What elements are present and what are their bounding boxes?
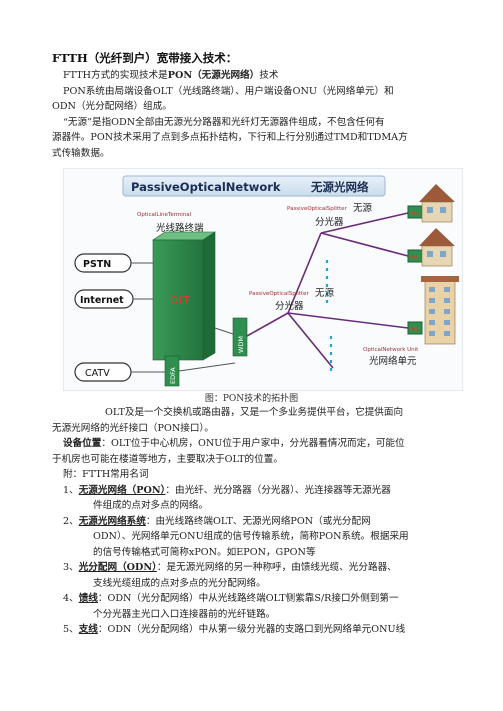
glossary-title: 附：FTTH常用名词 xyxy=(63,469,149,480)
intro-text: FTTH方式的实现技术是 xyxy=(63,70,168,81)
glossary-num: 5、 xyxy=(63,624,79,635)
splitter1-label-zh2: 分光器 xyxy=(315,216,344,228)
house-2-icon xyxy=(419,228,455,267)
glossary-item-2-cont-2: 的信号传输格式可简称xPON。如EPON，GPON等 xyxy=(93,546,316,558)
edfa-box: EDFA xyxy=(164,355,180,387)
glossary-item-2: 2、无源光网络系统：由光线路终端OLT、无源光网络PON（或光分配网 xyxy=(63,514,371,530)
glossary-num: 1、 xyxy=(63,484,79,496)
splitter1-label-zh: 无源 xyxy=(353,203,373,214)
drop-dashes xyxy=(325,260,333,373)
glossary-item-4-cont-1: 个分光器主光口入口连接器前的光纤链路。 xyxy=(93,608,276,620)
splitter2-label-en: PassiveOpticalSplitter xyxy=(249,291,310,297)
para2-line-1: OLT及是一个交换机或路由器，又是一个多业务提供平台，它提供面向 xyxy=(105,407,404,418)
page-title: FTTH（光纤到户）宽带接入技术： xyxy=(52,51,238,65)
intro-text: 技术 xyxy=(259,70,279,81)
glossary-def: ：由光纤、光分路器（分光器）、光连接器等无源光器 xyxy=(165,484,391,496)
glossary-item-4: 4、馈线：ODN（光分配网络）中从光线路终端OLT侧紫靠S/R接口外侧到第一 xyxy=(63,591,399,607)
olt-box-front xyxy=(152,239,204,361)
input-internet: Internet xyxy=(74,289,134,309)
diagram-header-band xyxy=(122,175,386,197)
location-line-2: 于机房也可能在楼道等地方，主要取决于OLT的位置。 xyxy=(52,453,283,465)
glossary-num: 2、 xyxy=(63,515,79,527)
fiber-lines xyxy=(246,212,409,369)
input-catv: CATV xyxy=(74,362,132,382)
olt-to-wdm xyxy=(214,327,234,335)
house-1-icon xyxy=(419,184,455,223)
intro-line-3: ODN（光分配网络）组成。 xyxy=(52,101,172,112)
intro-line-4: “无源”是指ODN全部由无源光分路器和光纤灯无源器件组成，不包含任何有 xyxy=(63,116,385,128)
glossary-term: 支线 xyxy=(78,624,98,635)
onu-box-1: ONU xyxy=(407,205,423,219)
glossary-item-2-cont-1: ODN）、光网络单元ONU组成的信号传输系统，简称PON系统。根据采用 xyxy=(93,531,409,542)
glossary-def: ：ODN（光分配网络）中从第一级分光器的支路口到光网络单元ONU线 xyxy=(97,624,406,635)
diagram-caption: 图：PON技术的拓扑图 xyxy=(204,394,299,404)
intro-line-6: 式传输数据。 xyxy=(52,147,110,159)
glossary-term: 无源光网络（PON） xyxy=(78,484,166,496)
glossary-term: 光分配网（ODN） xyxy=(78,562,157,573)
glossary-num: 3、 xyxy=(63,562,79,573)
location-text: ：OLT位于中心机房，ONU位于用户家中，分光器看情况而定，可能位 xyxy=(101,438,405,449)
glossary-item-5: 5、支线：ODN（光分配网络）中从第一级分光器的支路口到光网络单元ONU线 xyxy=(63,622,405,638)
olt-box-side xyxy=(202,231,216,361)
onu-box-2: ONU xyxy=(407,249,423,263)
diagram-header-en: PassiveOpticalNetwork xyxy=(131,180,281,194)
onu-box-3-label: ONU xyxy=(410,327,420,333)
input-pstn-label: PSTN xyxy=(83,259,111,270)
location-line-1: 设备位置：OLT位于中心机房，ONU位于用户家中，分光器看情况而定，可能位 xyxy=(63,436,405,452)
intro-line-5: 源器件。PON技术采用了点到多点拓扑结构，下行和上行分别通过TMD和TDMA方 xyxy=(52,132,408,143)
olt-label-en: OpticalLineTerminal xyxy=(137,212,192,218)
diagram-header-zh: 无源光网络 xyxy=(310,180,369,194)
edfa-to-wdm xyxy=(178,362,236,372)
intro-line-2: PON系统由局端设备OLT（光线路终端）、用户端设备ONU（光网络单元）和 xyxy=(63,85,394,97)
glossary-num: 4、 xyxy=(63,593,79,604)
intro-line-1: FTTH方式的实现技术是PON（无源光网络）技术 xyxy=(63,68,278,84)
location-term: 设备位置 xyxy=(63,438,102,449)
olt-label-zh: 光线路终端 xyxy=(156,222,204,234)
glossary-item-3-cont-1: 支线光缆组成的点对多点的光分配网络。 xyxy=(93,577,266,589)
para2-line-2: 无源光网络的光纤接口（PON接口）。 xyxy=(52,422,214,434)
onu-label-en: OpticalNetwork Unit xyxy=(363,347,419,353)
glossary-term: 无源光网络系统 xyxy=(78,515,146,527)
apartment-building-icon xyxy=(421,276,459,345)
glossary-item-3: 3、光分配网（ODN）：是无源光网络的另一种称呼，由馈线光缆、光分路器、 xyxy=(63,560,397,576)
pon-topology-diagram: PassiveOpticalNetwork 无源光网络 OpticalLineT… xyxy=(63,168,463,391)
edfa-label: EDFA xyxy=(169,367,177,384)
glossary-def: ：由光线路终端OLT、无源光网络PON（或光分配网 xyxy=(145,515,371,527)
glossary-def: ：ODN（光分配网络）中从光线路终端OLT侧紫靠S/R接口外侧到第一 xyxy=(97,593,399,604)
diagram-background xyxy=(63,168,463,391)
glossary-def: ：是无源光网络的另一种称呼，由馈线光缆、光分路器、 xyxy=(156,562,397,573)
splitter1-label-en: PassiveOpticalSplitter xyxy=(287,206,348,212)
onu-box-2-label: ONU xyxy=(410,255,420,261)
onu-label-zh: 光网络单元 xyxy=(369,355,417,367)
input-catv-label: CATV xyxy=(85,368,110,379)
olt-box-label: OLT xyxy=(170,294,190,307)
splitter2-label-zh2: 分光器 xyxy=(275,300,304,312)
wdm-label: WDM xyxy=(237,336,245,353)
intro-pon-term: PON（无源光网络） xyxy=(167,70,260,81)
glossary-term: 馈线 xyxy=(78,593,98,604)
input-internet-label: Internet xyxy=(80,295,124,306)
glossary-item-1: 1、无源光网络（PON）：由光纤、光分路器（分光器）、光连接器等无源光器 xyxy=(63,483,391,499)
input-pstn: PSTN xyxy=(74,253,132,273)
wdm-box: WDM xyxy=(232,317,248,357)
onu-box-1-label: ONU xyxy=(410,211,420,217)
onu-box-3: ONU xyxy=(407,321,423,335)
glossary-item-1-cont-1: 件组成的点对多点的网络。 xyxy=(93,500,209,511)
splitter2-label-zh: 无源 xyxy=(315,288,335,299)
